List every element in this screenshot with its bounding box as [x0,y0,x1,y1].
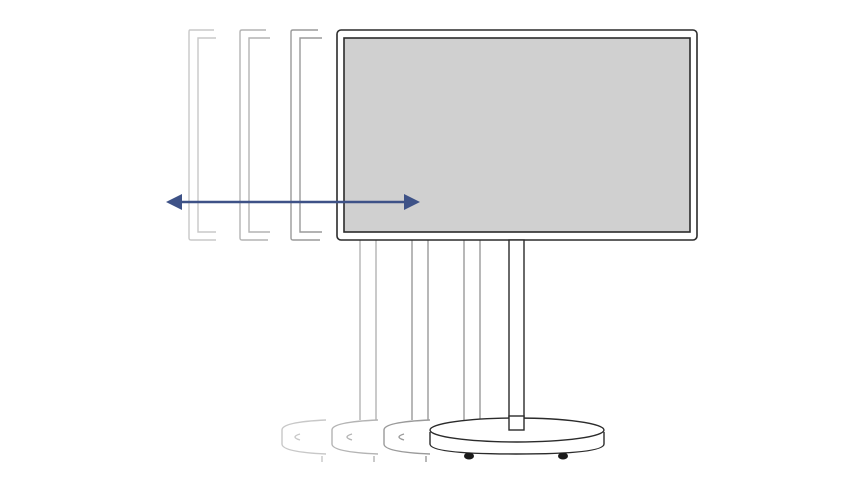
arrow-head-right [404,194,420,210]
tv-screen [343,37,691,233]
ghost-tv-near [290,29,481,462]
arrow-head-left [166,194,182,210]
motion-arrow [166,194,420,210]
main-tv [336,29,698,241]
main-stand-base [429,415,605,460]
caster-wheel-right [558,452,568,460]
main-stand-pole [508,239,525,431]
caster-wheel-left [464,452,474,460]
ghost-tv-mid [239,29,379,462]
ghost-tv-far [188,29,327,462]
